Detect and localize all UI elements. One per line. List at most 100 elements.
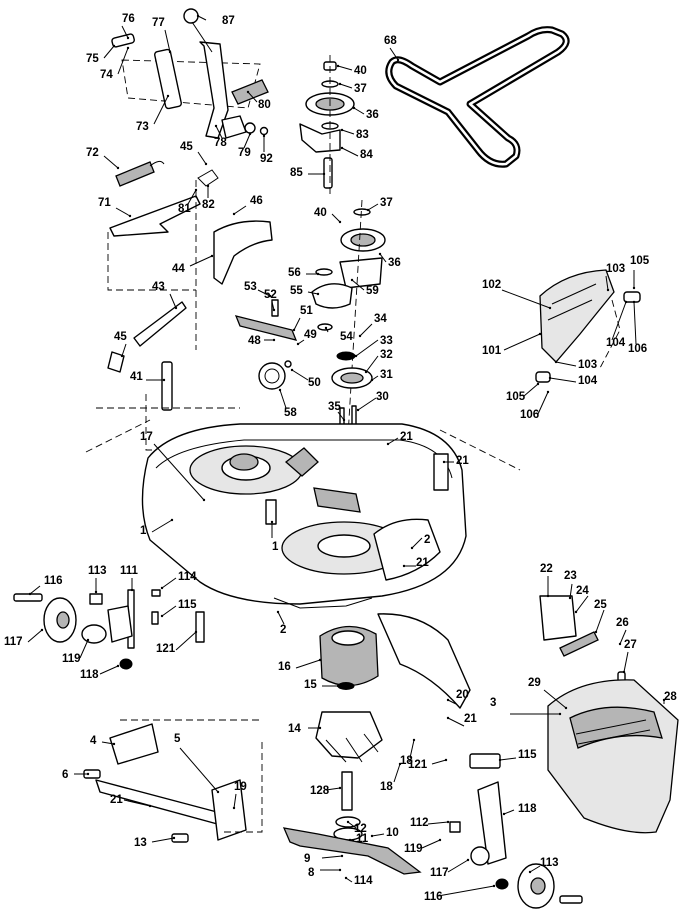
callout-leader-tip bbox=[340, 854, 344, 858]
callout-106: 106 bbox=[628, 300, 647, 355]
callout-label: 37 bbox=[354, 83, 367, 95]
callout-leader-tip bbox=[170, 518, 174, 522]
callout-106: 106 bbox=[520, 390, 550, 421]
callout-label: 35 bbox=[328, 401, 341, 413]
callout-35: 35 bbox=[328, 401, 346, 422]
callout-49: 49 bbox=[296, 329, 317, 346]
callout-114: 114 bbox=[160, 571, 197, 590]
callout-leader-tip bbox=[554, 360, 558, 364]
callout-leader-tip bbox=[546, 594, 550, 598]
callout-label: 113 bbox=[88, 565, 107, 577]
callout-102: 102 bbox=[482, 279, 552, 310]
callout-leader-line bbox=[347, 821, 357, 829]
callout-leader-tip bbox=[292, 328, 296, 332]
callout-leader-line bbox=[359, 323, 373, 337]
callout-31: 31 bbox=[370, 369, 393, 382]
left-gauge-wheel bbox=[13, 589, 205, 670]
callout-label: 49 bbox=[304, 329, 317, 341]
callout-label: 113 bbox=[540, 857, 559, 869]
callout-21: 21 bbox=[386, 431, 413, 446]
callout-label: 27 bbox=[624, 639, 637, 651]
callout-label: 1 bbox=[140, 525, 147, 537]
callout-leader-line bbox=[325, 787, 341, 791]
callout-label: 31 bbox=[380, 369, 393, 381]
callout-48: 48 bbox=[248, 335, 276, 347]
center-pulley-assembly bbox=[311, 199, 386, 471]
callout-label: 3 bbox=[490, 697, 496, 709]
callout-leader-line bbox=[367, 203, 379, 211]
callout-label: 59 bbox=[366, 285, 379, 297]
callout-label: 26 bbox=[616, 617, 629, 629]
callout-leader-line bbox=[409, 739, 415, 759]
callout-leader-tip bbox=[538, 332, 542, 336]
belt-cover-part bbox=[213, 220, 273, 285]
callout-leader-tip bbox=[318, 658, 322, 662]
callout-leader-line bbox=[151, 519, 173, 533]
callout-leader-line bbox=[121, 343, 127, 357]
callout-label: 21 bbox=[416, 557, 429, 569]
callout-leader-tip bbox=[232, 806, 236, 810]
callout-30: 30 bbox=[356, 391, 389, 412]
callout-leader-line bbox=[529, 865, 541, 873]
callout-leader-tip bbox=[204, 162, 208, 166]
callout-leader-tip bbox=[442, 460, 446, 464]
callout-leader-line bbox=[365, 355, 379, 373]
callout-leader-line bbox=[345, 877, 353, 883]
callout-43: 43 bbox=[152, 281, 178, 310]
callout-20: 20 bbox=[446, 689, 469, 705]
callout-21: 21 bbox=[446, 713, 477, 727]
callout-leader-line bbox=[123, 799, 151, 807]
callout-label: 18 bbox=[400, 755, 413, 767]
lift-lever-assembly bbox=[111, 8, 269, 139]
callout-leader-line bbox=[605, 275, 609, 291]
callout-2: 2 bbox=[410, 534, 430, 550]
callout-leader-tip bbox=[248, 132, 252, 136]
callout-leader-line bbox=[371, 833, 385, 837]
callout-leader-line bbox=[175, 631, 197, 651]
callout-label: 56 bbox=[288, 267, 301, 279]
callout-leader-tip bbox=[502, 812, 506, 816]
callout-5: 5 bbox=[174, 733, 220, 794]
callout-leader-line bbox=[161, 605, 177, 617]
callout-leader-line bbox=[379, 253, 387, 263]
callout-leader-line bbox=[503, 333, 541, 351]
callout-label: 78 bbox=[214, 137, 227, 149]
callout-128: 128 bbox=[310, 785, 342, 797]
callout-label: 37 bbox=[380, 197, 393, 209]
callout-label: 21 bbox=[400, 431, 413, 443]
callout-leader-tip bbox=[574, 610, 578, 614]
callout-32: 32 bbox=[364, 349, 393, 374]
callout-104: 104 bbox=[606, 300, 628, 349]
callout-36: 36 bbox=[378, 252, 401, 269]
callout-label: 33 bbox=[380, 335, 393, 347]
callout-19: 19 bbox=[232, 781, 247, 810]
callout-label: 22 bbox=[540, 563, 553, 575]
callout-label: 30 bbox=[376, 391, 389, 403]
callout-leader-line bbox=[447, 717, 465, 727]
callout-leader-tip bbox=[346, 820, 350, 824]
callout-leader-tip bbox=[166, 94, 170, 98]
callout-label: 12 bbox=[354, 823, 367, 835]
callout-leader-line bbox=[295, 659, 321, 669]
callout-leader-line bbox=[115, 207, 131, 217]
callout-13: 13 bbox=[134, 836, 176, 849]
callout-label: 117 bbox=[4, 636, 23, 648]
callout-9: 9 bbox=[304, 853, 344, 865]
callout-leader-line bbox=[257, 289, 271, 297]
callout-leader-tip bbox=[40, 628, 44, 632]
callout-36: 36 bbox=[352, 106, 379, 121]
callout-label: 21 bbox=[456, 455, 469, 467]
callout-leader-tip bbox=[112, 742, 116, 746]
callout-label: 43 bbox=[152, 281, 165, 293]
callout-121: 121 bbox=[156, 630, 198, 655]
brake-and-spring-assembly bbox=[234, 299, 298, 390]
callout-113: 113 bbox=[528, 857, 559, 874]
callout-leader-line bbox=[611, 301, 627, 341]
callout-leader-tip bbox=[206, 184, 210, 188]
callout-leader-line bbox=[321, 855, 343, 859]
callout-leader-line bbox=[393, 763, 401, 783]
callout-leader-tip bbox=[338, 786, 342, 790]
callout-80: 80 bbox=[246, 90, 271, 111]
callout-label: 34 bbox=[374, 313, 387, 325]
callout-label: 77 bbox=[152, 17, 165, 29]
